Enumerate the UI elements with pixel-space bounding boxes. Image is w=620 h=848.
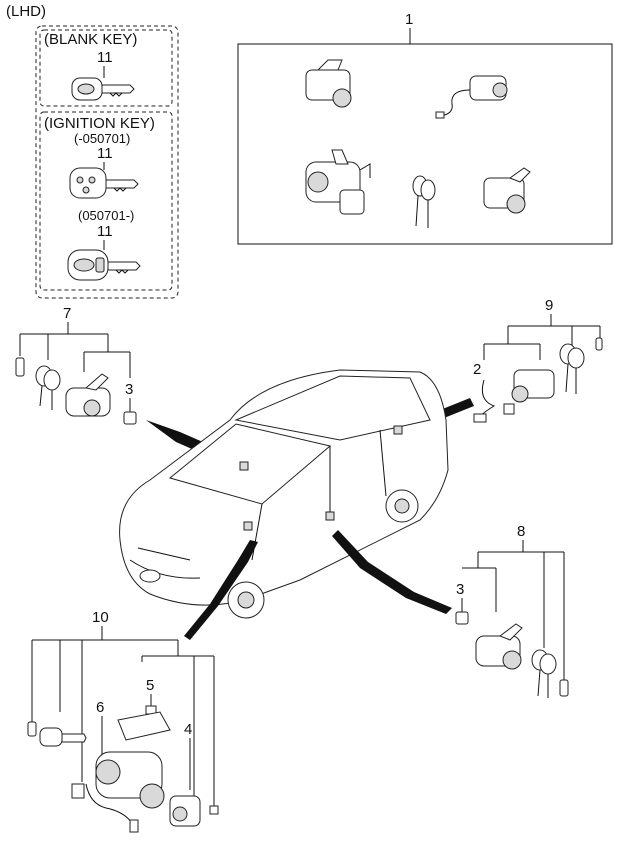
callout-3b: 3: [456, 581, 464, 598]
callout-9: 9: [545, 297, 553, 314]
callout-3a: 3: [125, 381, 133, 398]
ignition-key-range-a: (-050701): [74, 131, 130, 146]
key-pair-icon: [559, 343, 585, 394]
ignition-key-heading: (IGNITION KEY): [44, 115, 155, 132]
key-pair-icon: [531, 649, 557, 698]
blank-key-icon: [71, 77, 135, 101]
ignition-key-icon: [39, 727, 87, 747]
ignition-key-a-icon: [69, 167, 139, 199]
callout-2: 2: [473, 361, 481, 378]
key-pair-icon: [412, 175, 436, 228]
callout-4: 4: [184, 721, 192, 738]
key-pair-icon: [35, 365, 61, 410]
passenger-door-lock-cylinder-icon: [475, 623, 523, 670]
vehicle-icon: [119, 369, 449, 619]
key-tag-icon: [595, 337, 603, 351]
trunk-lock-cylinder-icon: [435, 75, 508, 119]
ignition-key-number-b: 11: [97, 223, 113, 240]
key-tag-icon: [15, 357, 25, 377]
steering-lock-assembly-icon: [71, 711, 171, 833]
callout-10: 10: [92, 609, 109, 626]
pointer-arrow-bottom-right: [332, 530, 452, 614]
lock-clip-icon: [123, 411, 137, 425]
key-tag-icon: [27, 721, 37, 737]
ignition-key-number-a: 11: [97, 145, 113, 162]
key-tag-icon: [559, 679, 569, 697]
blank-key-heading: (BLANK KEY): [44, 31, 137, 48]
callout-5: 5: [146, 677, 154, 694]
key-group-box: [35, 25, 179, 299]
screw-icon: [209, 805, 219, 815]
blank-key-number: 11: [97, 49, 113, 66]
tailgate-lock-assembly-icon: [473, 369, 555, 423]
callout-1: 1: [405, 11, 413, 28]
tailgate-lock-cylinder-icon: [483, 167, 531, 214]
callout-7: 7: [63, 305, 71, 322]
callout-6: 6: [96, 699, 104, 716]
ignition-switch-body-icon: [169, 795, 201, 827]
lhd-label: (LHD): [6, 3, 46, 20]
callout-8: 8: [517, 523, 525, 540]
ignition-key-range-b: (050701-): [78, 208, 134, 223]
ignition-switch-icon: [305, 149, 371, 215]
blank-key-box: [39, 29, 173, 107]
lock-clip-icon: [455, 611, 469, 625]
door-lock-cylinder-icon: [305, 59, 352, 108]
lock-set-box: [237, 43, 613, 245]
ignition-key-b-icon: [67, 249, 141, 281]
pointer-arrow-bottom-left: [184, 540, 258, 640]
driver-door-lock-cylinder-icon: [65, 373, 111, 417]
ignition-key-box: [39, 111, 173, 291]
